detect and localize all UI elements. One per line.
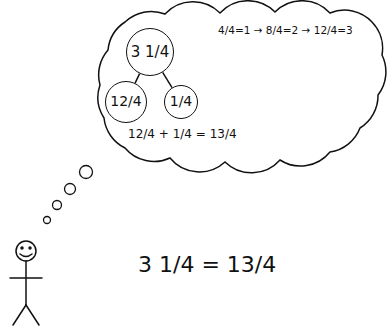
fraction-text: 1/4 xyxy=(170,94,193,109)
thought-bubble xyxy=(53,201,62,210)
tree-branch xyxy=(163,72,172,87)
fraction-text: 12/4 xyxy=(110,94,141,109)
stick-figure xyxy=(10,241,42,325)
equation-text: 4/4=1 → 8/4=2 → 12/4=3 xyxy=(218,24,353,36)
equation-text: 3 1/4 = 13/4 xyxy=(138,252,276,277)
tree-branch xyxy=(135,74,140,83)
number-circle: 3 1/4 xyxy=(126,28,174,76)
thought-bubble xyxy=(80,166,93,179)
thought-cloud xyxy=(98,1,386,173)
fraction-text: 3 1/4 xyxy=(131,44,169,61)
equation-text: 12/4 + 1/4 = 13/4 xyxy=(128,128,237,142)
thought-bubble xyxy=(65,184,76,195)
number-circle: 12/4 xyxy=(105,81,147,123)
number-circle: 1/4 xyxy=(164,85,198,119)
thought-bubble xyxy=(44,217,51,224)
